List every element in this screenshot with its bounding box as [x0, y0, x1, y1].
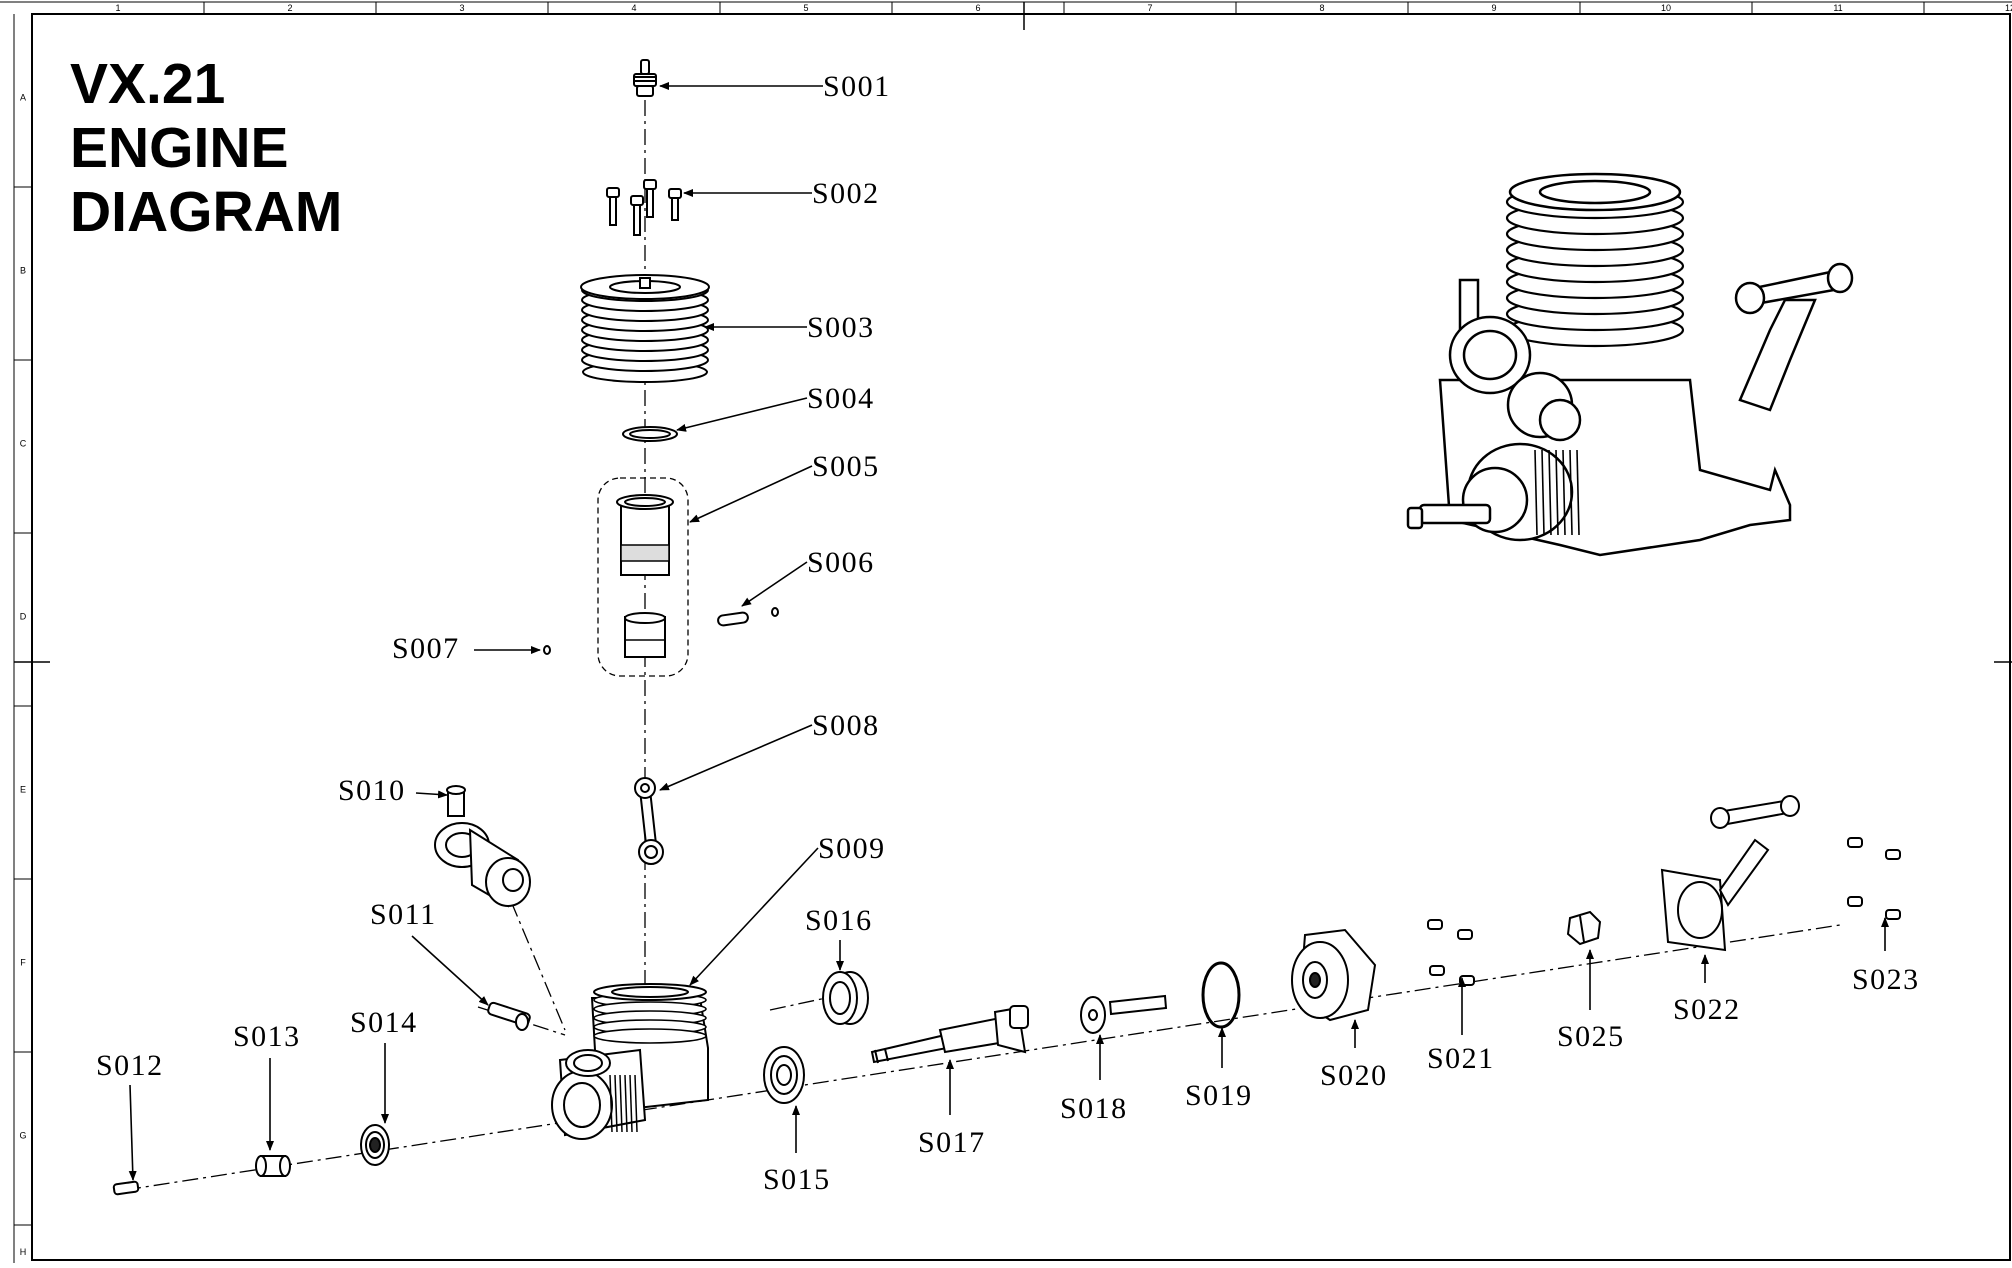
row-ref-E: E: [20, 785, 26, 795]
callout-s012: S012: [96, 1049, 164, 1082]
callout-s021: S021: [1427, 1042, 1495, 1075]
o-ring-part: [1201, 961, 1241, 1029]
row-ref-C: C: [20, 439, 27, 449]
column-ref-12: 12: [2005, 3, 2012, 13]
callout-s014: S014: [350, 1006, 418, 1039]
assembled-engine-illustration: [1406, 172, 1854, 557]
row-ref-G: G: [19, 1131, 26, 1141]
column-ref-6: 6: [975, 3, 980, 13]
leader-s005: [689, 465, 813, 523]
rear-screw-part: [112, 1180, 140, 1196]
column-tick-marks: 123456789101112: [115, 2, 2012, 14]
row-tick-marks: A B C D E F G H: [14, 93, 32, 1257]
pull-start-part: [1660, 795, 1800, 952]
glow-plug-part: [633, 59, 657, 97]
callout-s016: S016: [805, 904, 873, 937]
callout-leader-lines: [128, 82, 1889, 1181]
callout-s009: S009: [818, 832, 886, 865]
column-ref-2: 2: [287, 3, 292, 13]
column-ref-4: 4: [631, 3, 636, 13]
bearing-ring-part: [822, 971, 869, 1025]
diagram-title: VX.21 ENGINE DIAGRAM: [70, 52, 342, 244]
crankshaft-part: [870, 1005, 1029, 1064]
callout-s007: S007: [392, 632, 460, 665]
leader-s004: [676, 397, 808, 432]
callout-s022: S022: [1673, 993, 1741, 1026]
needle-valve-part: [487, 1001, 531, 1031]
leader-s012: [128, 1084, 137, 1181]
piston-clip-part: [543, 645, 551, 655]
column-ref-3: 3: [459, 3, 464, 13]
column-ref-7: 7: [1147, 3, 1152, 13]
leader-s011: [411, 935, 489, 1006]
backplate-screws-part: [1427, 919, 1475, 986]
callout-s010: S010: [338, 774, 406, 807]
row-ref-A: A: [20, 93, 26, 103]
callout-s004: S004: [807, 382, 875, 415]
column-ref-8: 8: [1319, 3, 1324, 13]
leader-s008: [659, 724, 813, 791]
column-ref-1: 1: [115, 3, 120, 13]
rotary-disk-part: [1080, 994, 1168, 1034]
rear-bearing-part: [360, 1124, 390, 1166]
head-screws-part: [606, 179, 682, 236]
column-ref-10: 10: [1661, 3, 1671, 13]
callout-s017: S017: [918, 1126, 986, 1159]
row-ref-F: F: [20, 958, 26, 968]
callout-s008: S008: [812, 709, 880, 742]
callout-s006: S006: [807, 546, 875, 579]
carburetor-part: [434, 785, 531, 908]
pull-start-screws-part: [1847, 837, 1901, 920]
connecting-rod-part: [634, 777, 664, 865]
leader-s006: [741, 561, 808, 607]
callout-s023: S023: [1852, 963, 1920, 996]
leader-s009: [689, 847, 819, 986]
row-ref-H: H: [20, 1247, 27, 1257]
wrist-pin-part: [717, 607, 779, 627]
cylinder-head-part: [580, 274, 710, 383]
callout-s018: S018: [1060, 1092, 1128, 1125]
spacer-part: [255, 1155, 291, 1177]
backplate-part: [1291, 928, 1377, 1022]
sleeve-piston-group: [597, 477, 689, 677]
column-ref-11: 11: [1833, 3, 1842, 13]
column-ref-5: 5: [803, 3, 808, 13]
front-bearing-part: [763, 1046, 805, 1104]
leader-s010: [415, 790, 448, 799]
column-ref-9: 9: [1491, 3, 1496, 13]
callout-s002: S002: [812, 177, 880, 210]
callout-s019: S019: [1185, 1079, 1253, 1112]
callout-s001: S001: [823, 70, 891, 103]
row-ref-D: D: [20, 612, 27, 622]
coupler-part: [1566, 910, 1602, 946]
callout-s003: S003: [807, 311, 875, 344]
callout-s011: S011: [370, 898, 437, 931]
title-line-diagram: DIAGRAM: [70, 180, 343, 244]
callout-s005: S005: [812, 450, 880, 483]
callout-s013: S013: [233, 1020, 301, 1053]
head-gasket-part: [622, 426, 678, 442]
crankcase-part: [551, 983, 709, 1140]
title-line-model: VX.21: [70, 52, 226, 116]
title-line-engine: ENGINE: [70, 116, 289, 180]
callout-s015: S015: [763, 1163, 831, 1196]
callout-s025: S025: [1557, 1020, 1625, 1053]
callout-s020: S020: [1320, 1059, 1388, 1092]
row-ref-B: B: [20, 266, 26, 276]
